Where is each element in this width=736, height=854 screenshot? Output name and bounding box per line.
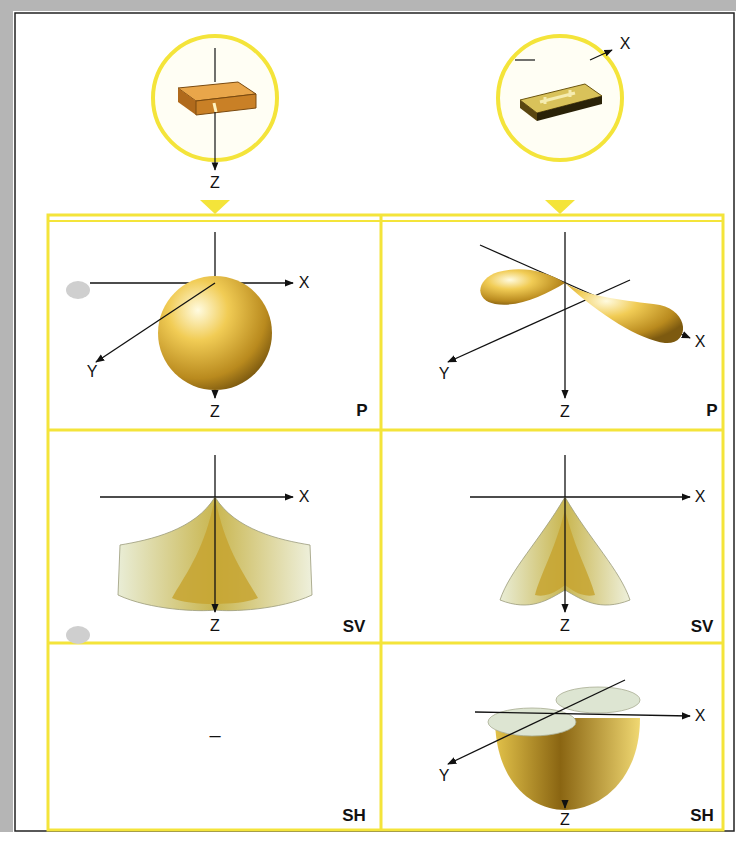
axis-label: X [620, 36, 631, 52]
axis-label: Z [210, 175, 220, 191]
wave-label: SH [342, 807, 366, 824]
axis-label: X [695, 708, 706, 724]
dash-mark: – [209, 725, 220, 745]
axis-label: Y [87, 364, 98, 380]
wave-label: SV [343, 618, 366, 635]
wave-label: P [706, 402, 717, 419]
axis-label: Y [439, 366, 450, 382]
axis-label: Z [210, 618, 220, 634]
wave-label: P [356, 402, 367, 419]
axis-label: X [695, 334, 706, 350]
wave-label: SH [690, 807, 714, 824]
axis-label: Z [560, 404, 570, 420]
axis-label: X [695, 489, 706, 505]
axis-label: X [299, 275, 310, 291]
axis-label: Z [210, 404, 220, 420]
axis-label: Z [560, 618, 570, 634]
axis-label: Z [560, 812, 570, 828]
axis-label: X [299, 489, 310, 505]
wave-label: SV [691, 618, 714, 635]
axis-label: Y [439, 768, 450, 784]
